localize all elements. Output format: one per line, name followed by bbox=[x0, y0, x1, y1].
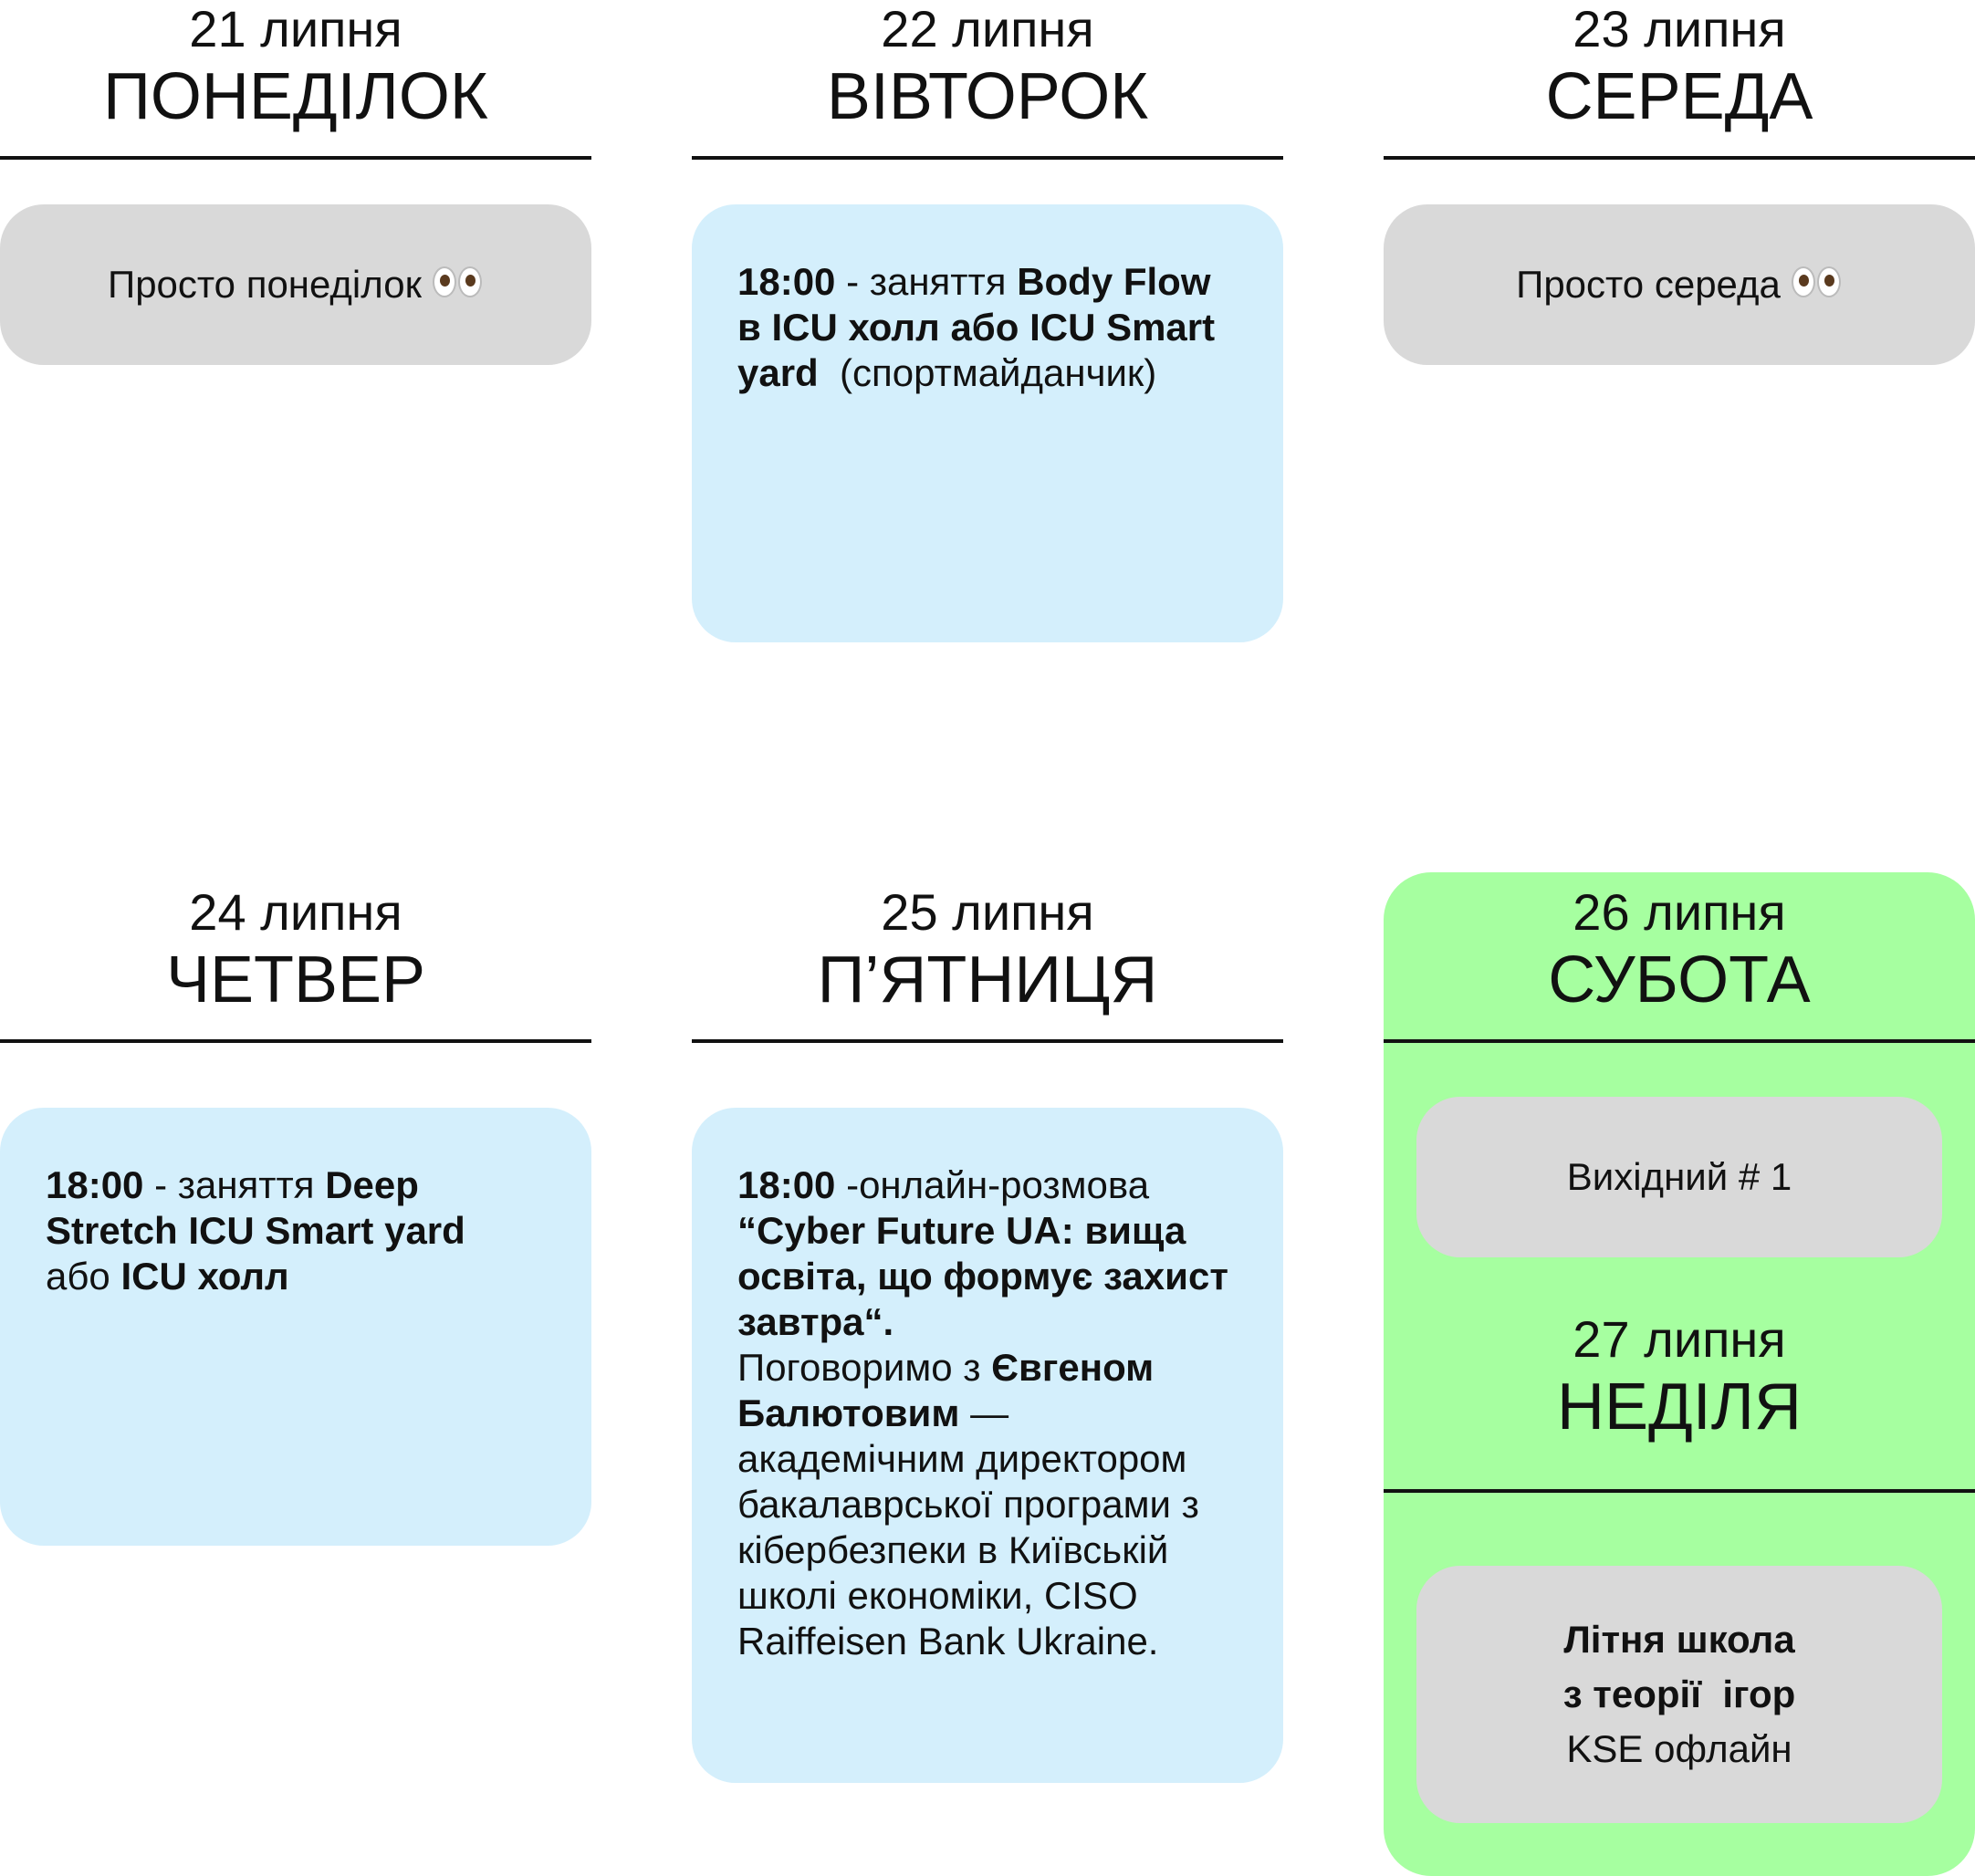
event-title: “Cyber Future UA: вища освіта, що формує… bbox=[737, 1209, 1228, 1343]
event-card-thursday: 18:00 - заняття Deep Stretch ICU Smart y… bbox=[0, 1108, 591, 1546]
divider bbox=[1384, 1039, 1975, 1043]
event-line-1: Літня школа bbox=[1563, 1618, 1795, 1661]
divider bbox=[0, 1039, 591, 1043]
event-card-monday: Просто понеділок bbox=[0, 204, 591, 365]
event-type: -онлайн-розмова bbox=[835, 1163, 1150, 1206]
day-date: 25 липня bbox=[881, 883, 1094, 941]
divider bbox=[1384, 1489, 1975, 1493]
day-header-thursday: 24 липня ЧЕТВЕР bbox=[0, 883, 591, 1018]
day-date: 26 липня bbox=[1573, 883, 1786, 941]
day-date: 24 липня bbox=[189, 883, 402, 941]
day-name: ПОНЕДІЛОК bbox=[103, 60, 488, 133]
event-time: 18:00 bbox=[737, 1163, 836, 1206]
event-title: Body Flow в ICU холл або ICU Smart yard bbox=[737, 260, 1216, 394]
event-line-3: KSE офлайн bbox=[1566, 1727, 1792, 1770]
event-connector: або bbox=[46, 1255, 121, 1298]
event-line-2: з теорії ігор bbox=[1562, 1673, 1796, 1715]
divider bbox=[1384, 156, 1975, 160]
event-card-friday: 18:00 -онлайн-розмова “Cyber Future UA: … bbox=[692, 1108, 1283, 1783]
card-text: Вихідний # 1 bbox=[1566, 1155, 1792, 1198]
day-name: ВІВТОРОК bbox=[826, 60, 1149, 133]
day-name: СУБОТА bbox=[1548, 943, 1811, 1016]
day-date: 27 липня bbox=[1573, 1310, 1786, 1368]
eyes-icon bbox=[432, 262, 484, 307]
event-card-sunday: Літня школа з теорії ігор KSE офлайн bbox=[1416, 1566, 1942, 1823]
event-description: — академічним директором бакалаврської п… bbox=[737, 1391, 1199, 1662]
day-name: НЕДІЛЯ bbox=[1556, 1371, 1803, 1443]
divider bbox=[692, 1039, 1283, 1043]
day-header-tuesday: 22 липня ВІВТОРОК bbox=[692, 0, 1283, 135]
event-card-wednesday: Просто середа bbox=[1384, 204, 1975, 365]
day-date: 22 липня bbox=[881, 0, 1094, 57]
day-name: П’ЯТНИЦЯ bbox=[817, 943, 1158, 1016]
event-note: (спортмайданчик) bbox=[818, 351, 1157, 394]
event-card-saturday: Вихідний # 1 bbox=[1416, 1097, 1942, 1257]
day-name: ЧЕТВЕР bbox=[165, 943, 426, 1016]
event-card-tuesday: 18:00 - заняття Body Flow в ICU холл або… bbox=[692, 204, 1283, 642]
day-name: СЕРЕДА bbox=[1545, 60, 1813, 133]
divider bbox=[692, 156, 1283, 160]
event-place: ICU холл bbox=[120, 1255, 289, 1298]
day-date: 23 липня bbox=[1573, 0, 1786, 57]
divider bbox=[0, 156, 591, 160]
event-type: - заняття bbox=[143, 1163, 326, 1206]
event-time: 18:00 bbox=[46, 1163, 144, 1206]
day-header-monday: 21 липня ПОНЕДІЛОК bbox=[0, 0, 591, 135]
event-title: Deep Stretch ICU Smart yard bbox=[46, 1163, 465, 1252]
event-time: 18:00 bbox=[737, 260, 836, 303]
event-speaker: Євгеном Балютовим bbox=[737, 1346, 1155, 1434]
event-intro: Поговоримо з bbox=[737, 1346, 992, 1389]
day-header-sunday: 27 липня НЕДІЛЯ bbox=[1384, 1310, 1975, 1445]
card-text: Просто понеділок bbox=[108, 263, 422, 306]
card-text: Просто середа bbox=[1516, 263, 1781, 306]
day-header-saturday: 26 липня СУБОТА bbox=[1384, 883, 1975, 1018]
event-type: - заняття bbox=[835, 260, 1018, 303]
day-date: 21 липня bbox=[189, 0, 402, 57]
eyes-icon bbox=[1791, 262, 1843, 307]
day-header-friday: 25 липня П’ЯТНИЦЯ bbox=[692, 883, 1283, 1018]
day-header-wednesday: 23 липня СЕРЕДА bbox=[1384, 0, 1975, 135]
